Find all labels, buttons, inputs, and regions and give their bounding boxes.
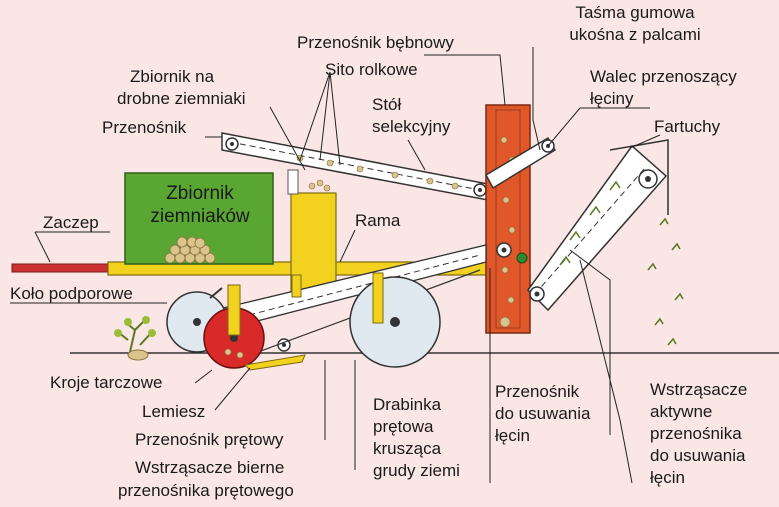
label-aprons: Fartuchy xyxy=(654,117,721,136)
label-hitch: Zaczep xyxy=(43,213,99,232)
aprons xyxy=(609,139,669,215)
bar-conveyor xyxy=(213,244,487,356)
label-haulm-conveyor-l1: Przenośnik xyxy=(495,382,580,401)
label-passive-shakers-l2: przenośnika prętowego xyxy=(118,481,294,500)
label-active-shakers-l2: aktywne xyxy=(650,402,713,421)
label-active-shakers-l1: Wstrząsacze xyxy=(650,380,748,399)
label-roller-sieve: Sito rolkowe xyxy=(325,60,418,79)
label-rubber-belt-l2: ukośna z palcami xyxy=(569,25,701,44)
label-crushing-ladder-l3: krusząca xyxy=(373,439,442,458)
label-haulm-conveyor-l3: łęcin xyxy=(495,426,530,445)
label-crushing-ladder-l2: prętowa xyxy=(373,417,434,436)
label-haulm-conveyor-l2: do usuwania xyxy=(495,404,591,423)
label-frame: Rama xyxy=(355,211,401,230)
label-crushing-ladder-l4: grudy ziemi xyxy=(373,461,460,480)
small-tank-lid xyxy=(287,169,299,195)
label-potato-tank-l2: ziemniaków xyxy=(150,206,250,227)
plant-front xyxy=(114,316,156,361)
diagonal-belt xyxy=(484,136,557,190)
label-drum-conveyor: Przenośnik bębnowy xyxy=(297,33,454,52)
haulm-conveyor xyxy=(527,144,668,312)
leader-lines xyxy=(10,47,661,484)
label-active-shakers-l3: przenośnika xyxy=(650,424,742,443)
share xyxy=(243,354,306,371)
label-active-shakers-l4: do usuwania xyxy=(650,446,746,465)
label-active-shakers-l5: łęcin xyxy=(650,468,685,487)
label-selection-table-l2: selekcyjny xyxy=(372,117,451,136)
label-small-tank-l2: drobne ziemniaki xyxy=(117,89,246,108)
label-share: Lemiesz xyxy=(142,402,206,421)
label-support-wheel: Koło podporowe xyxy=(10,284,133,303)
label-disc-coulters: Kroje tarczowe xyxy=(50,373,163,392)
falling-haulm xyxy=(647,217,684,346)
label-crushing-ladder-l1: Drabinka xyxy=(373,395,442,414)
label-haulm-roller-l2: łęciny xyxy=(590,89,634,108)
label-potato-tank-l1: Zbiornik xyxy=(166,183,234,204)
label-haulm-roller-l1: Walec przenoszący xyxy=(590,67,737,86)
label-selection-table-l1: Stół xyxy=(372,95,402,114)
label-conveyor: Przenośnik xyxy=(102,118,187,137)
label-rubber-belt-l1: Taśma gumowa xyxy=(575,3,695,22)
label-passive-shakers-l1: Wstrząsacze bierne xyxy=(135,458,285,477)
drum-conveyor xyxy=(485,104,531,334)
potato-pile xyxy=(164,236,216,264)
label-bar-conveyor: Przenośnik prętowy xyxy=(135,430,284,449)
label-small-tank-l1: Zbiornik na xyxy=(130,67,215,86)
hitch-bar xyxy=(11,263,113,273)
